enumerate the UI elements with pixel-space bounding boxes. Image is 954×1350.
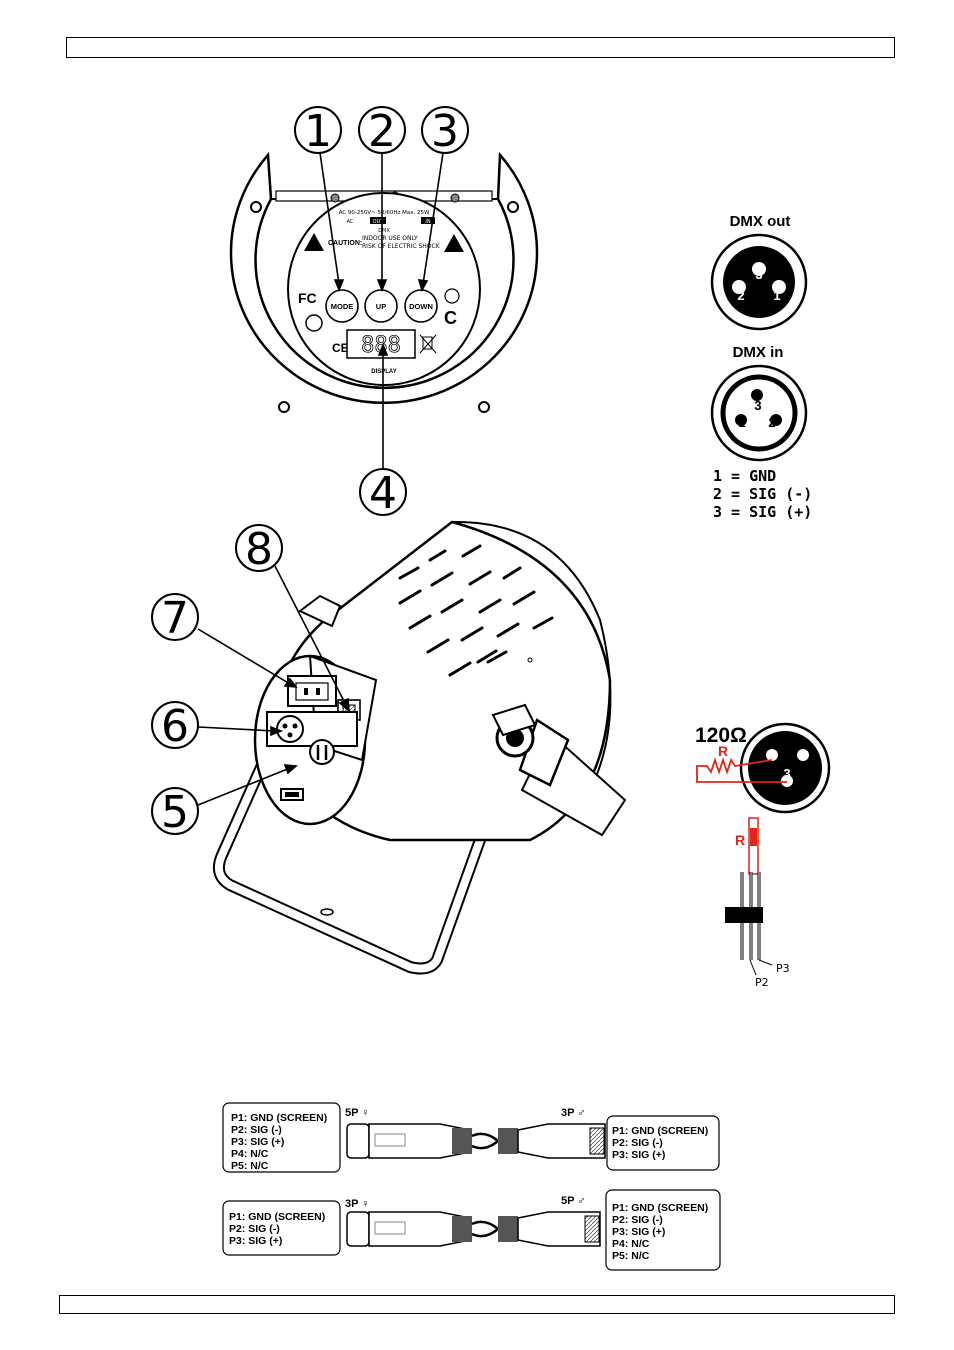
dmx-in-connector: 3 1 2 <box>710 364 808 462</box>
callout-5: 5 <box>151 787 199 838</box>
svg-text:P3: SIG (+): P3: SIG (+) <box>231 1136 284 1148</box>
mode-button[interactable]: MODE <box>325 289 359 323</box>
led-display <box>346 329 416 359</box>
up-button[interactable]: UP <box>364 289 398 323</box>
svg-text:3P ♂: 3P ♂ <box>561 1107 586 1119</box>
fixture-illustration <box>212 520 627 975</box>
footer-frame <box>59 1295 895 1314</box>
svg-text:UP: UP <box>376 302 386 311</box>
display-label: DISPLAY <box>371 369 396 375</box>
recycle-icon <box>444 288 460 304</box>
terminator-pins: R P3 P2 <box>725 817 790 989</box>
terminator-xlr: 2 1 3 <box>739 722 831 814</box>
dmx-socket <box>276 715 304 743</box>
svg-text:P2: SIG (-): P2: SIG (-) <box>231 1124 282 1136</box>
svg-text:1: 1 <box>799 748 806 763</box>
down-button[interactable]: DOWN <box>404 289 438 323</box>
callout-7: 7 <box>151 593 199 644</box>
svg-text:1: 1 <box>738 415 745 430</box>
callout-3: 3 <box>421 106 469 157</box>
svg-text:2: 2 <box>767 748 774 763</box>
svg-text:3 = SIG (+): 3 = SIG (+) <box>713 503 812 521</box>
svg-text:3: 3 <box>754 398 761 413</box>
svg-text:RISK OF ELECTRIC SHOCK: RISK OF ELECTRIC SHOCK <box>362 243 441 250</box>
callout-4: 4 <box>359 468 407 519</box>
pinout-legend: 1 = GND 2 = SIG (-) 3 = SIG (+) <box>713 467 812 521</box>
svg-text:5P ♀: 5P ♀ <box>345 1107 370 1119</box>
svg-text:3: 3 <box>783 766 790 781</box>
svg-text:P4: N/C: P4: N/C <box>612 1238 650 1250</box>
svg-text:P3: P3 <box>776 962 790 975</box>
svg-text:1: 1 <box>304 106 332 157</box>
dmx-plug <box>309 739 335 765</box>
svg-text:3: 3 <box>431 106 459 157</box>
ce-mark: CE <box>332 341 349 355</box>
svg-text:2 = SIG (-): 2 = SIG (-) <box>713 485 812 503</box>
svg-text:AC: AC <box>347 219 354 225</box>
svg-text:3P ♀: 3P ♀ <box>345 1198 370 1210</box>
svg-text:R: R <box>735 832 745 848</box>
callout-2: 2 <box>358 106 406 157</box>
svg-text:2: 2 <box>368 106 396 157</box>
callout-6: 6 <box>151 701 199 752</box>
callout-8: 8 <box>235 524 283 575</box>
svg-text:P5: N/C: P5: N/C <box>612 1250 650 1262</box>
adapter-5p-to-3p: P1: GND (SCREEN) P2: SIG (-) P3: SIG (+)… <box>222 1102 720 1173</box>
screw-icon <box>507 201 519 213</box>
svg-text:MODE: MODE <box>331 302 354 311</box>
ohm-label: 120Ω <box>695 724 747 747</box>
power-rating: AC 90-250V~ 50/60Hz Max. 25W <box>339 210 430 216</box>
svg-text:P1: GND (SCREEN): P1: GND (SCREEN) <box>229 1211 325 1223</box>
in-badge: IN <box>425 219 430 225</box>
screw-icon <box>478 401 490 413</box>
svg-text:P3: SIG (+): P3: SIG (+) <box>612 1226 665 1238</box>
svg-text:DOWN: DOWN <box>409 302 433 311</box>
fc-mark: FC <box>298 290 317 306</box>
c-mark: C <box>444 308 457 328</box>
svg-text:P1: GND (SCREEN): P1: GND (SCREEN) <box>612 1202 708 1214</box>
dmx-label: DMX <box>378 228 390 234</box>
svg-text:P1: GND (SCREEN): P1: GND (SCREEN) <box>231 1112 327 1124</box>
svg-text:1 = GND: 1 = GND <box>713 467 776 485</box>
dmx-in-title: DMX in <box>733 344 784 361</box>
svg-text:2: 2 <box>768 415 775 430</box>
weee-bin-icon <box>419 334 437 354</box>
svg-text:6: 6 <box>161 701 189 752</box>
svg-text:7: 7 <box>161 593 189 644</box>
svg-text:P5: N/C: P5: N/C <box>231 1160 269 1172</box>
callout-1: 1 <box>294 106 342 157</box>
svg-text:P4: N/C: P4: N/C <box>231 1148 269 1160</box>
svg-text:P2: SIG (-): P2: SIG (-) <box>229 1223 280 1235</box>
svg-text:2: 2 <box>737 288 744 303</box>
svg-text:8: 8 <box>245 524 273 575</box>
svg-text:5P ♂: 5P ♂ <box>561 1195 586 1207</box>
dmx-out-title: DMX out <box>730 213 791 230</box>
warning-icon <box>444 234 464 252</box>
header-frame <box>66 37 895 58</box>
svg-text:INDOOR USE ONLY: INDOOR USE ONLY <box>362 235 418 242</box>
svg-text:4: 4 <box>369 468 397 519</box>
svg-text:P2: SIG (-): P2: SIG (-) <box>612 1137 663 1149</box>
terminator-resistor <box>696 757 787 783</box>
svg-text:5: 5 <box>161 787 189 838</box>
svg-text:P2: P2 <box>755 976 769 989</box>
resistor-r-label: R <box>718 743 728 759</box>
svg-text:P3: SIG (+): P3: SIG (+) <box>612 1149 665 1161</box>
svg-text:P3: SIG (+): P3: SIG (+) <box>229 1235 282 1247</box>
shock-warning-icon <box>304 233 324 251</box>
callout-leaders <box>319 152 444 469</box>
adapter-3p-to-5p: P1: GND (SCREEN) P2: SIG (-) P3: SIG (+)… <box>222 1189 721 1271</box>
etl-mark-icon <box>305 314 323 332</box>
svg-text:P1: GND (SCREEN): P1: GND (SCREEN) <box>612 1125 708 1137</box>
screw-icon <box>278 401 290 413</box>
fixture-callout-leaders <box>197 565 350 806</box>
svg-text:1: 1 <box>773 288 780 303</box>
out-badge: OUT <box>373 219 385 225</box>
svg-text:3: 3 <box>755 267 762 282</box>
screw-icon <box>250 201 262 213</box>
svg-text:CAUTION:: CAUTION: <box>328 240 362 247</box>
svg-text:P2: SIG (-): P2: SIG (-) <box>612 1214 663 1226</box>
dmx-out-connector: 3 2 1 <box>710 233 808 331</box>
